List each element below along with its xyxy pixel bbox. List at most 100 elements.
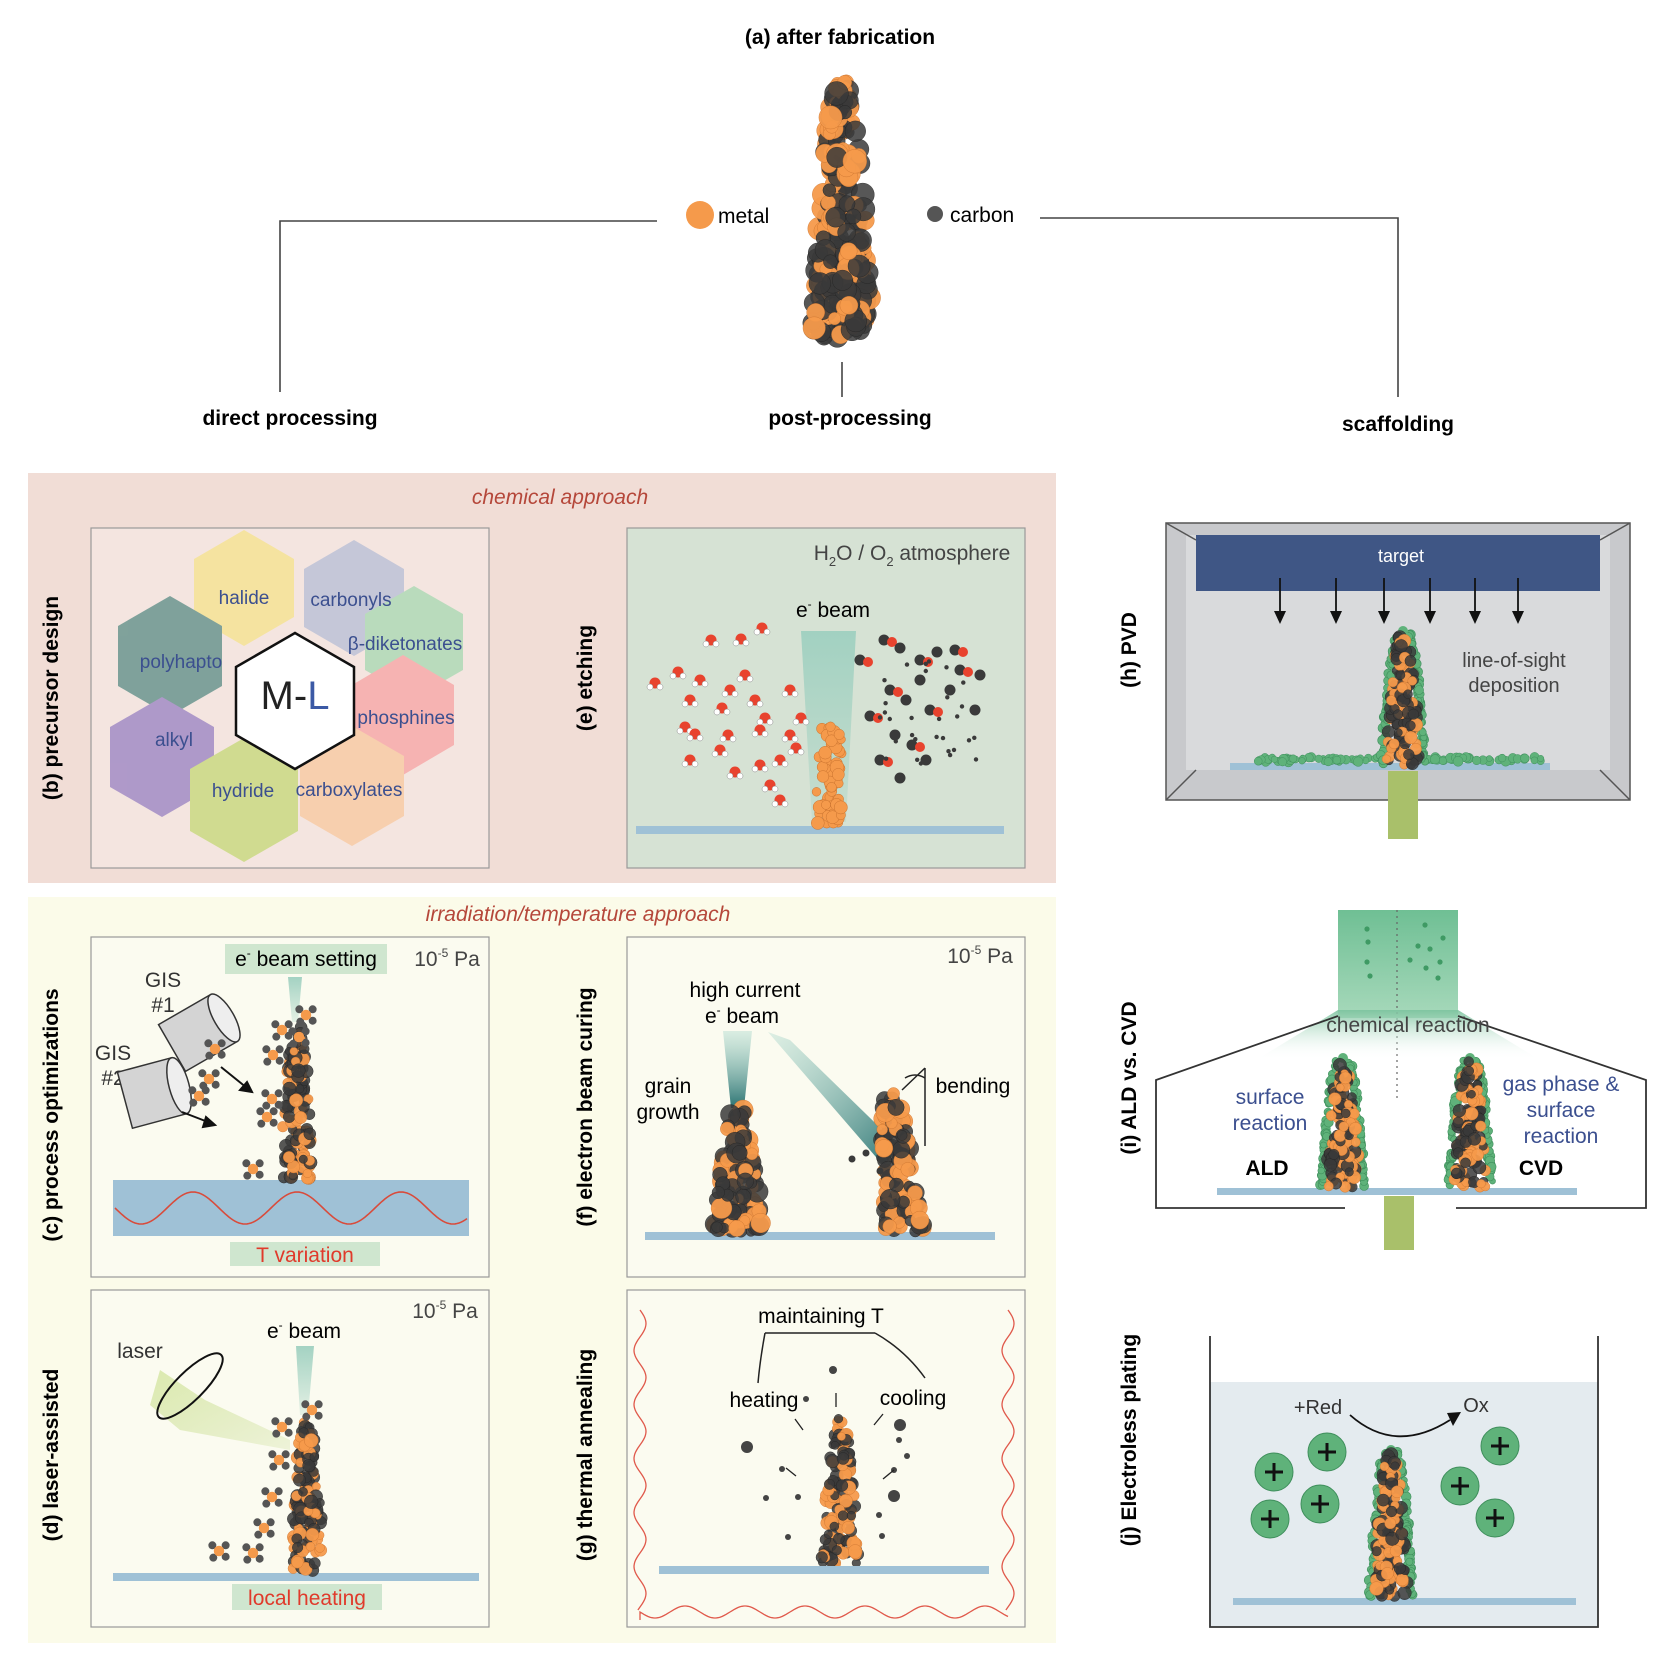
laser-label: laser	[117, 1340, 163, 1363]
carbon-grain	[844, 120, 866, 142]
red-label: +Red	[1294, 1397, 1342, 1419]
carbon-fragment	[972, 735, 977, 740]
film-grain	[1452, 756, 1464, 767]
label-e-etching: (e) etching	[574, 625, 597, 731]
metal-grain	[1323, 1181, 1334, 1192]
film-grain	[1430, 754, 1440, 765]
carbon-fragment	[848, 1155, 856, 1163]
carbon-atom	[920, 754, 932, 766]
ligand-atom	[243, 1171, 252, 1180]
label-i-ald-vs-cvd: (i) ALD vs. CVD	[1118, 1001, 1141, 1154]
carbon-atom	[914, 674, 926, 686]
precursor-molecule	[204, 1039, 226, 1060]
ald-label: ALD	[1245, 1157, 1288, 1180]
oxygen-atom	[963, 667, 973, 677]
hydrogen-atom	[751, 765, 759, 773]
metal-atom	[203, 1073, 215, 1085]
g-substrate	[659, 1566, 989, 1574]
ligand-atom	[217, 1050, 226, 1059]
label-g-thermal-annealing: (g) thermal annealing	[574, 1349, 597, 1561]
shell-grain	[1317, 1166, 1325, 1175]
maintaining-t-bracket	[757, 1332, 926, 1384]
tip-after-fabrication	[802, 74, 881, 348]
metal-grain	[802, 316, 826, 340]
shell-grain	[1414, 685, 1424, 695]
metal-grain	[882, 1219, 897, 1234]
metal-grain	[831, 768, 845, 781]
film-grain	[1298, 757, 1306, 765]
carbon-fragment	[741, 1441, 753, 1453]
carbon-atom	[906, 739, 918, 751]
carbon-atom	[864, 710, 876, 722]
metal-atom	[273, 1454, 285, 1466]
carbon-grain	[822, 183, 837, 197]
carbon-grain	[1341, 1108, 1351, 1119]
ligand-atom	[288, 1027, 297, 1036]
hydrogen-atom	[736, 772, 744, 780]
ligand-atom	[281, 1450, 290, 1459]
precursor-particles	[1364, 922, 1446, 981]
pressure-d: 10-5 Pa	[412, 1298, 478, 1323]
metal-grain	[818, 746, 832, 760]
carbon-fragment	[951, 747, 957, 753]
hydrogen-atom	[791, 735, 799, 743]
d-precursor-molecules	[208, 1400, 323, 1564]
branch-scaffolding: scaffolding	[1342, 413, 1454, 436]
metal-grain	[811, 816, 825, 830]
carbon-atom	[894, 772, 906, 784]
metal-grain	[818, 105, 843, 130]
carbon-fragment	[876, 1512, 882, 1518]
metal-grain	[841, 1521, 855, 1535]
metal-grain	[289, 1047, 299, 1056]
diffusion-arrow	[785, 1467, 797, 1477]
ligand-atom	[188, 1086, 197, 1095]
ligand-atom	[256, 1107, 265, 1116]
hex-polyhapto	[118, 596, 222, 716]
carbon-fragment	[959, 704, 965, 709]
ligand-atom	[268, 1450, 277, 1459]
pvd-stage	[1388, 771, 1418, 839]
carbon-grain	[1472, 1160, 1487, 1175]
plating-substrate	[1233, 1598, 1576, 1605]
ligand-atom	[211, 1080, 220, 1089]
metal-atom	[247, 1547, 259, 1559]
metal-grain	[302, 1168, 313, 1179]
carbon-atom	[878, 634, 890, 646]
laser-lens	[156, 1352, 224, 1420]
precursor-molecule	[261, 1487, 283, 1508]
metal-grain	[825, 721, 836, 732]
metal-grain	[1381, 1567, 1394, 1581]
metal-grain	[305, 1541, 316, 1552]
carbon-fragment	[795, 1494, 801, 1500]
hydrogen-atom	[679, 672, 687, 680]
carbon-grain	[1395, 670, 1406, 680]
bending-angle-marker	[901, 1067, 926, 1146]
diffusion-arrow	[794, 1418, 804, 1431]
precursor-molecule	[242, 1159, 264, 1180]
precursor-molecule	[261, 1089, 283, 1110]
metal-legend-label: metal	[718, 205, 769, 228]
ligand-atom	[314, 1411, 323, 1420]
d-electron-beam	[296, 1346, 314, 1415]
ligand-atom	[261, 1089, 270, 1098]
ald-coated-deposit	[1315, 1053, 1369, 1193]
d-substrate	[113, 1573, 479, 1581]
precursor-molecule	[208, 1541, 230, 1562]
carbon-grain	[1377, 1493, 1390, 1507]
ligand-atom	[243, 1555, 252, 1564]
hex-halide	[194, 530, 294, 646]
hydrogen-atom	[719, 735, 727, 743]
carbon-fragment	[940, 735, 946, 741]
carbon-grain	[1397, 1585, 1412, 1600]
carbon-grain	[731, 1145, 748, 1161]
metal-grain	[289, 1093, 303, 1108]
metal-grain	[816, 770, 830, 783]
ebeam-setting-label: e- beam setting	[235, 946, 377, 971]
carbon-grain	[837, 223, 856, 242]
carbon-grain	[823, 1529, 833, 1539]
metal-atom	[306, 1404, 318, 1416]
metal-grain	[828, 312, 841, 325]
precursor-particle	[1364, 926, 1370, 932]
